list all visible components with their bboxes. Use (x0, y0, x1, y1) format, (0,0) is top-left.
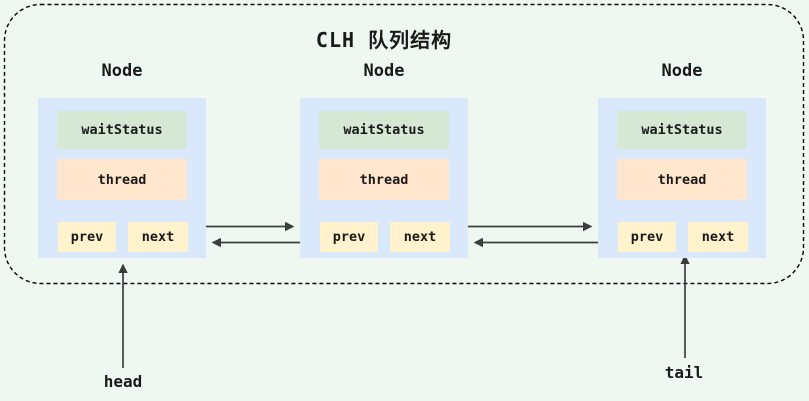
node1: waitStatus thread prev next (38, 98, 206, 258)
node2-prev-field: prev (320, 222, 378, 252)
node3-thread-field: thread (617, 159, 747, 200)
node1-thread-field: thread (57, 159, 187, 200)
node1-waitstatus-field: waitStatus (57, 111, 187, 149)
node2-waitstatus-field: waitStatus (319, 111, 449, 149)
node2: waitStatus thread prev next (300, 98, 468, 258)
node2-title: Node (363, 61, 405, 81)
node3-title: Node (661, 61, 703, 81)
node3-next-field: next (688, 222, 748, 252)
node1-next-field: next (128, 222, 188, 252)
node3-prev-field: prev (618, 222, 676, 252)
tail-pointer-label: tail (664, 363, 704, 382)
head-pointer-label: head (103, 372, 143, 391)
node2-next-field: next (390, 222, 450, 252)
diagram-title: CLH 队列结构 (315, 28, 453, 52)
node2-thread-field: thread (319, 159, 449, 200)
node3: waitStatus thread prev next (598, 98, 766, 258)
node1-title: Node (101, 61, 143, 81)
node1-prev-field: prev (58, 222, 116, 252)
node3-waitstatus-field: waitStatus (617, 111, 747, 149)
